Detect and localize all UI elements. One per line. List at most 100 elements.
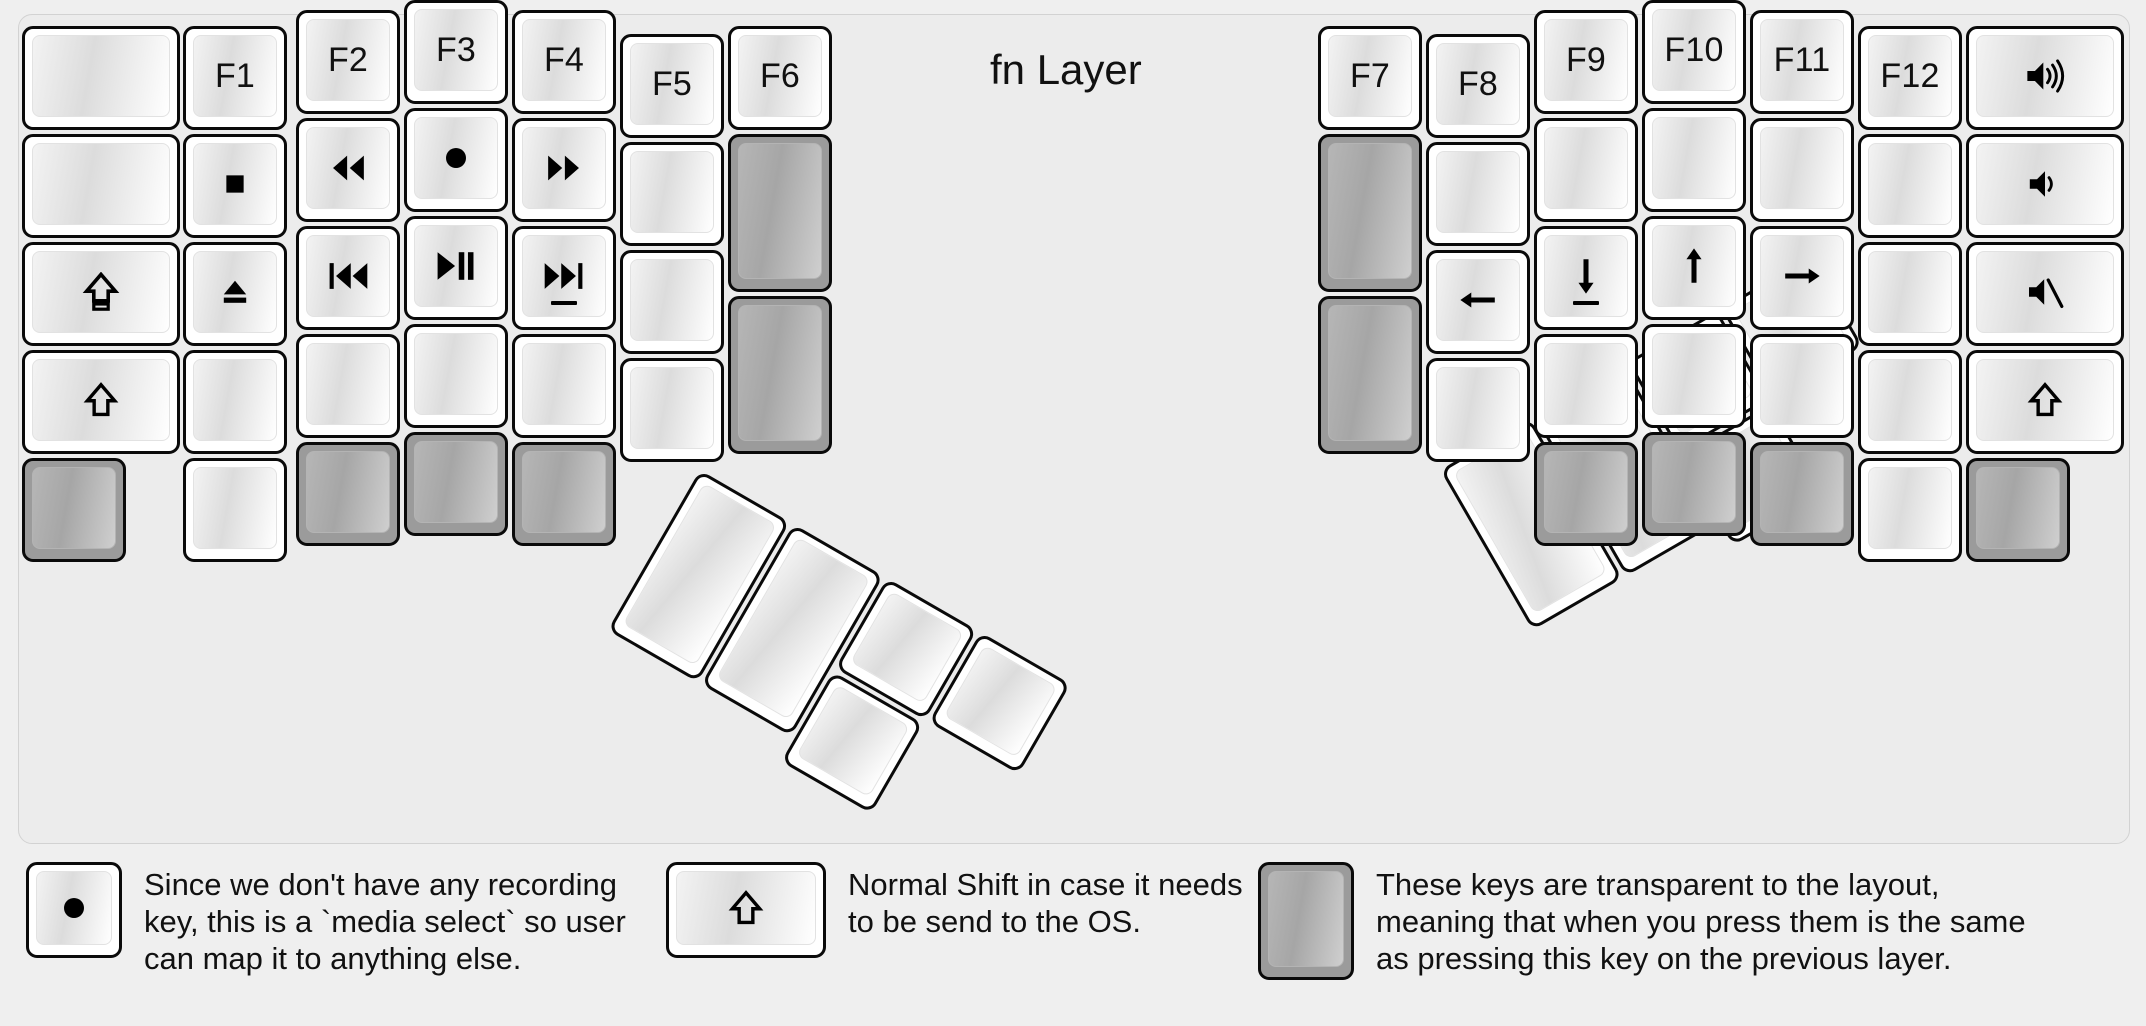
keycap-face: F9 [1544, 19, 1628, 101]
key-transparent-right-ring-4[interactable] [1750, 442, 1854, 546]
key-blank-right-index-1[interactable] [1534, 118, 1638, 222]
key-media-record-left-middle-1[interactable] [404, 108, 508, 212]
arrow-left-icon [1457, 279, 1499, 321]
key-f2-left-ring-0[interactable]: F2 [296, 10, 400, 114]
key-media-rewind-left-ring-1[interactable] [296, 118, 400, 222]
key-volume-mute-right-pinky-outer-2[interactable] [1966, 242, 2124, 346]
key-f11-right-ring-0[interactable]: F11 [1750, 10, 1854, 114]
key-blank-right-middle-1[interactable] [1642, 108, 1746, 212]
keycap-face [522, 235, 606, 317]
key-transparent-right-inner-extra-2[interactable] [1318, 296, 1422, 454]
arrow-up-icon [1673, 245, 1715, 287]
key-arrow-left-right-inner-2[interactable] [1426, 250, 1530, 354]
key-blank-left-index-3[interactable] [512, 334, 616, 438]
key-f8-right-inner-0[interactable]: F8 [1426, 34, 1530, 138]
key-f5-left-inner-0[interactable]: F5 [620, 34, 724, 138]
key-transparent-left-inner-extra-1[interactable] [728, 134, 832, 292]
key-blank-right-pinky-2[interactable] [1858, 242, 1962, 346]
key-transparent-left-inner-extra-2[interactable] [728, 296, 832, 454]
key-arrow-up-right-middle-2[interactable] [1642, 216, 1746, 320]
keycap-face [1652, 333, 1736, 415]
key-arrow-down-right-index-2[interactable] [1534, 226, 1638, 330]
keycap-face [1544, 127, 1628, 209]
key-blank-left-middle-3[interactable] [404, 324, 508, 428]
volume-mute-icon [2025, 272, 2065, 312]
keycap-face [1544, 235, 1628, 317]
key-media-prev-track-left-ring-2[interactable] [296, 226, 400, 330]
keycap-face [630, 151, 714, 233]
key-f6-left-inner-extra-0[interactable]: F6 [728, 26, 832, 130]
key-blank-left-inner-1[interactable] [620, 142, 724, 246]
key-label: F9 [1565, 41, 1607, 79]
keycap-face [1436, 151, 1520, 233]
key-volume-down-right-pinky-outer-1[interactable] [1966, 134, 2124, 238]
key-transparent-right-index-4[interactable] [1534, 442, 1638, 546]
key-volume-up-right-pinky-outer-0[interactable] [1966, 26, 2124, 130]
key-f9-right-index-0[interactable]: F9 [1534, 10, 1638, 114]
keycap-face [306, 127, 390, 209]
keycap-face: F1 [193, 35, 277, 117]
media-eject-icon [215, 272, 255, 312]
key-blank-left-pinky-3[interactable] [183, 350, 287, 454]
keycap-face [1760, 235, 1844, 317]
legend-text-1: Normal Shift in case it needs to be send… [848, 867, 1243, 940]
key-media-eject-left-pinky-2[interactable] [183, 242, 287, 346]
key-arrow-right-right-ring-2[interactable] [1750, 226, 1854, 330]
key-caps-lock-left-pinky-outer-2[interactable] [22, 242, 180, 346]
key-shift-left-pinky-outer-3[interactable] [22, 350, 180, 454]
key-media-play-pause-left-middle-2[interactable] [404, 216, 508, 320]
key-transparent-left-middle-4[interactable] [404, 432, 508, 536]
keycap-face [1268, 871, 1344, 967]
key-transparent-right-inner-extra-1[interactable] [1318, 134, 1422, 292]
key-blank-right-ring-3[interactable] [1750, 334, 1854, 438]
key-blank-left-pinky-4[interactable] [183, 458, 287, 562]
keycap-face [414, 441, 498, 523]
key-transparent-right-pinky-outer-4[interactable] [1966, 458, 2070, 562]
key-blank-right-ring-1[interactable] [1750, 118, 1854, 222]
key-label: F1 [214, 57, 256, 95]
keycap-face [1652, 225, 1736, 307]
keycap-face [1760, 343, 1844, 425]
key-blank-left-inner-2[interactable] [620, 250, 724, 354]
key-blank-left-ring-3[interactable] [296, 334, 400, 438]
key-f1-left-pinky-0[interactable]: F1 [183, 26, 287, 130]
keycap-face [193, 467, 277, 549]
key-f4-left-index-0[interactable]: F4 [512, 10, 616, 114]
keycap-face: F7 [1328, 35, 1412, 117]
keycap-face [1652, 441, 1736, 523]
legend-text-2: These keys are transparent to the layout… [1376, 867, 2026, 977]
key-blank-right-inner-1[interactable] [1426, 142, 1530, 246]
key-f12-right-pinky-0[interactable]: F12 [1858, 26, 1962, 130]
keycap-face [522, 127, 606, 209]
key-media-stop-left-pinky-1[interactable] [183, 134, 287, 238]
key-label: F8 [1457, 65, 1499, 103]
key-transparent-right-middle-4[interactable] [1642, 432, 1746, 536]
keycap-face [193, 251, 277, 333]
key-transparent-left-index-4[interactable] [512, 442, 616, 546]
key-blank-left-inner-3[interactable] [620, 358, 724, 462]
keycap-face [630, 259, 714, 341]
keycap-face [1976, 359, 2114, 441]
keycap-face: F5 [630, 43, 714, 125]
key-blank-right-pinky-4[interactable] [1858, 458, 1962, 562]
keycap-face [676, 871, 816, 945]
key-blank-right-inner-3[interactable] [1426, 358, 1530, 462]
key-blank-left-pinky-outer-0[interactable] [22, 26, 180, 130]
key-blank-right-middle-3[interactable] [1642, 324, 1746, 428]
key-media-fast-forward-left-index-1[interactable] [512, 118, 616, 222]
key-media-next-track-left-index-2[interactable] [512, 226, 616, 330]
keycap-face [1868, 359, 1952, 441]
keycap-face [32, 35, 170, 117]
key-transparent-left-ring-4[interactable] [296, 442, 400, 546]
key-blank-right-pinky-3[interactable] [1858, 350, 1962, 454]
legend-key-0 [26, 862, 122, 958]
key-f3-left-middle-0[interactable]: F3 [404, 0, 508, 104]
key-f10-right-middle-0[interactable]: F10 [1642, 0, 1746, 104]
key-blank-left-pinky-outer-1[interactable] [22, 134, 180, 238]
keycap-face [1544, 451, 1628, 533]
key-f7-right-inner-extra-0[interactable]: F7 [1318, 26, 1422, 130]
key-blank-right-index-3[interactable] [1534, 334, 1638, 438]
key-shift-right-pinky-outer-3[interactable] [1966, 350, 2124, 454]
key-blank-right-pinky-1[interactable] [1858, 134, 1962, 238]
key-transparent-left-pinky-outer-4[interactable] [22, 458, 126, 562]
